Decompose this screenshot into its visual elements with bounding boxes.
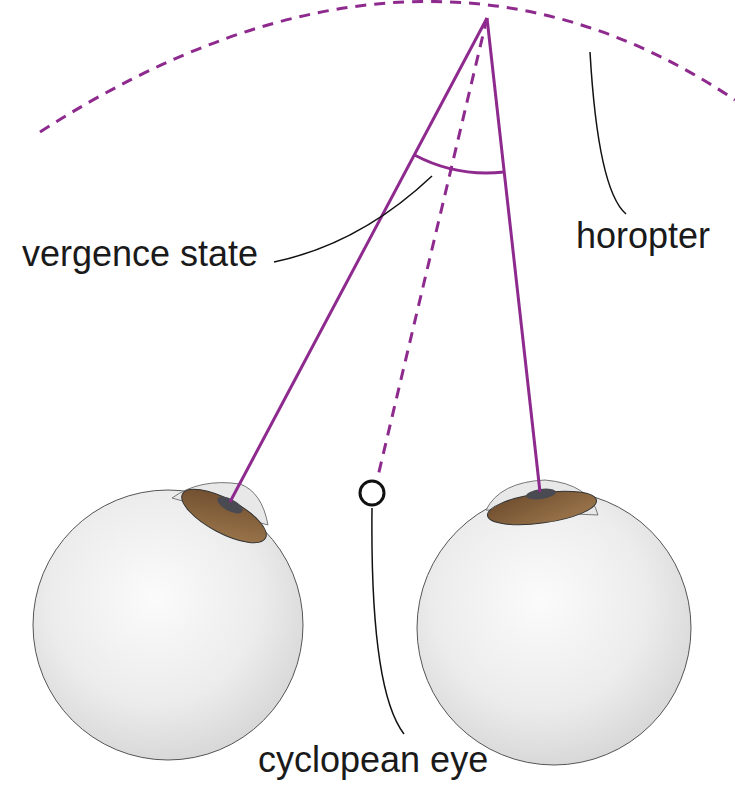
right-sight-line [487, 18, 540, 492]
leader-line [372, 508, 404, 734]
leader-line [590, 52, 626, 214]
cyclopean-line [378, 18, 487, 476]
cyclopean-label: cyclopean eye [258, 738, 488, 781]
horopter-label: horopter [576, 214, 710, 257]
leader-line [274, 176, 432, 262]
cyclopean-eye-marker [360, 481, 384, 505]
left-eye [33, 479, 303, 760]
left-sight-line [230, 18, 487, 502]
right-eye [417, 480, 691, 765]
horopter-curve [40, 1, 735, 132]
vergence-arc [415, 155, 505, 173]
vergence-label: vergence state [22, 232, 258, 275]
